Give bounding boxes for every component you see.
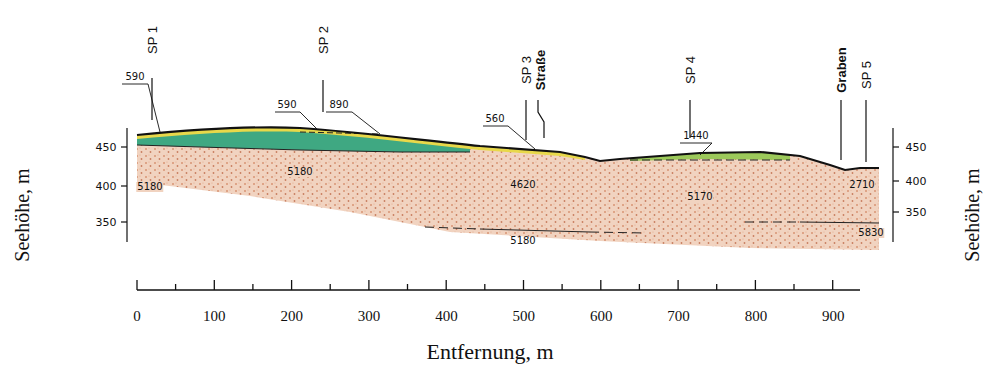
tick-label: 0 [133,309,141,324]
tick-label: 900 [822,309,845,324]
tick-label: 400 [96,181,117,192]
elevation-axis [893,128,899,242]
shotpoint-label: SP 5 [860,61,873,89]
axis-title: Seehöhe, m [962,168,982,261]
shotpoint-marks [152,78,866,162]
shotpoint-label: SP 1 [146,26,159,54]
feature-label: Graben [835,47,848,93]
tick-label: 450 [96,142,117,153]
tick-label: 300 [358,309,381,324]
tick-label: 350 [906,207,927,218]
velocity-value: 5830 [857,228,884,238]
tick-label: 400 [435,309,458,324]
velocity-value: 590 [124,72,145,82]
tick-label: 400 [906,176,927,187]
tick-label: 200 [280,309,303,324]
shotpoint-label: SP 3 [520,56,533,84]
shotpoint-label: SP 2 [317,26,330,54]
bedrock-layer [137,127,879,250]
layer-boundary [630,159,790,160]
velocity-value: 5180 [136,182,163,192]
velocity-value: 5180 [509,236,536,246]
tick-label: 800 [745,309,768,324]
ground-surface [137,127,879,170]
tick-label: 450 [906,142,927,153]
tick-label: 350 [96,217,117,228]
shotpoint-label: SP 4 [684,56,697,84]
axis-title: Entfernung, m [426,341,553,363]
axis-title: Seehöhe, m [12,168,32,261]
tick-label: 500 [513,309,536,324]
layer-boundary [137,145,470,152]
tick-label: 700 [667,309,690,324]
feature-label: Straße [534,50,547,90]
velocity-value: 1440 [682,131,709,141]
velocity-value: 560 [484,114,505,124]
elevation-axis [121,128,127,242]
velocity-value: 5170 [686,192,713,202]
refractor-line [425,227,480,229]
tick-label: 100 [203,309,226,324]
velocity-value: 5180 [286,167,313,177]
velocity-value: 2710 [848,180,875,190]
refractor-line [590,232,645,233]
refractor-line [745,222,800,223]
velocity-value: 4620 [509,180,536,190]
distance-axis [137,280,860,290]
refractor-line [480,229,590,232]
velocity-value: 890 [328,100,349,110]
tick-label: 600 [590,309,613,324]
refractor-line [800,222,879,223]
velocity-leaders [122,84,712,155]
velocity-value: 590 [276,100,297,110]
